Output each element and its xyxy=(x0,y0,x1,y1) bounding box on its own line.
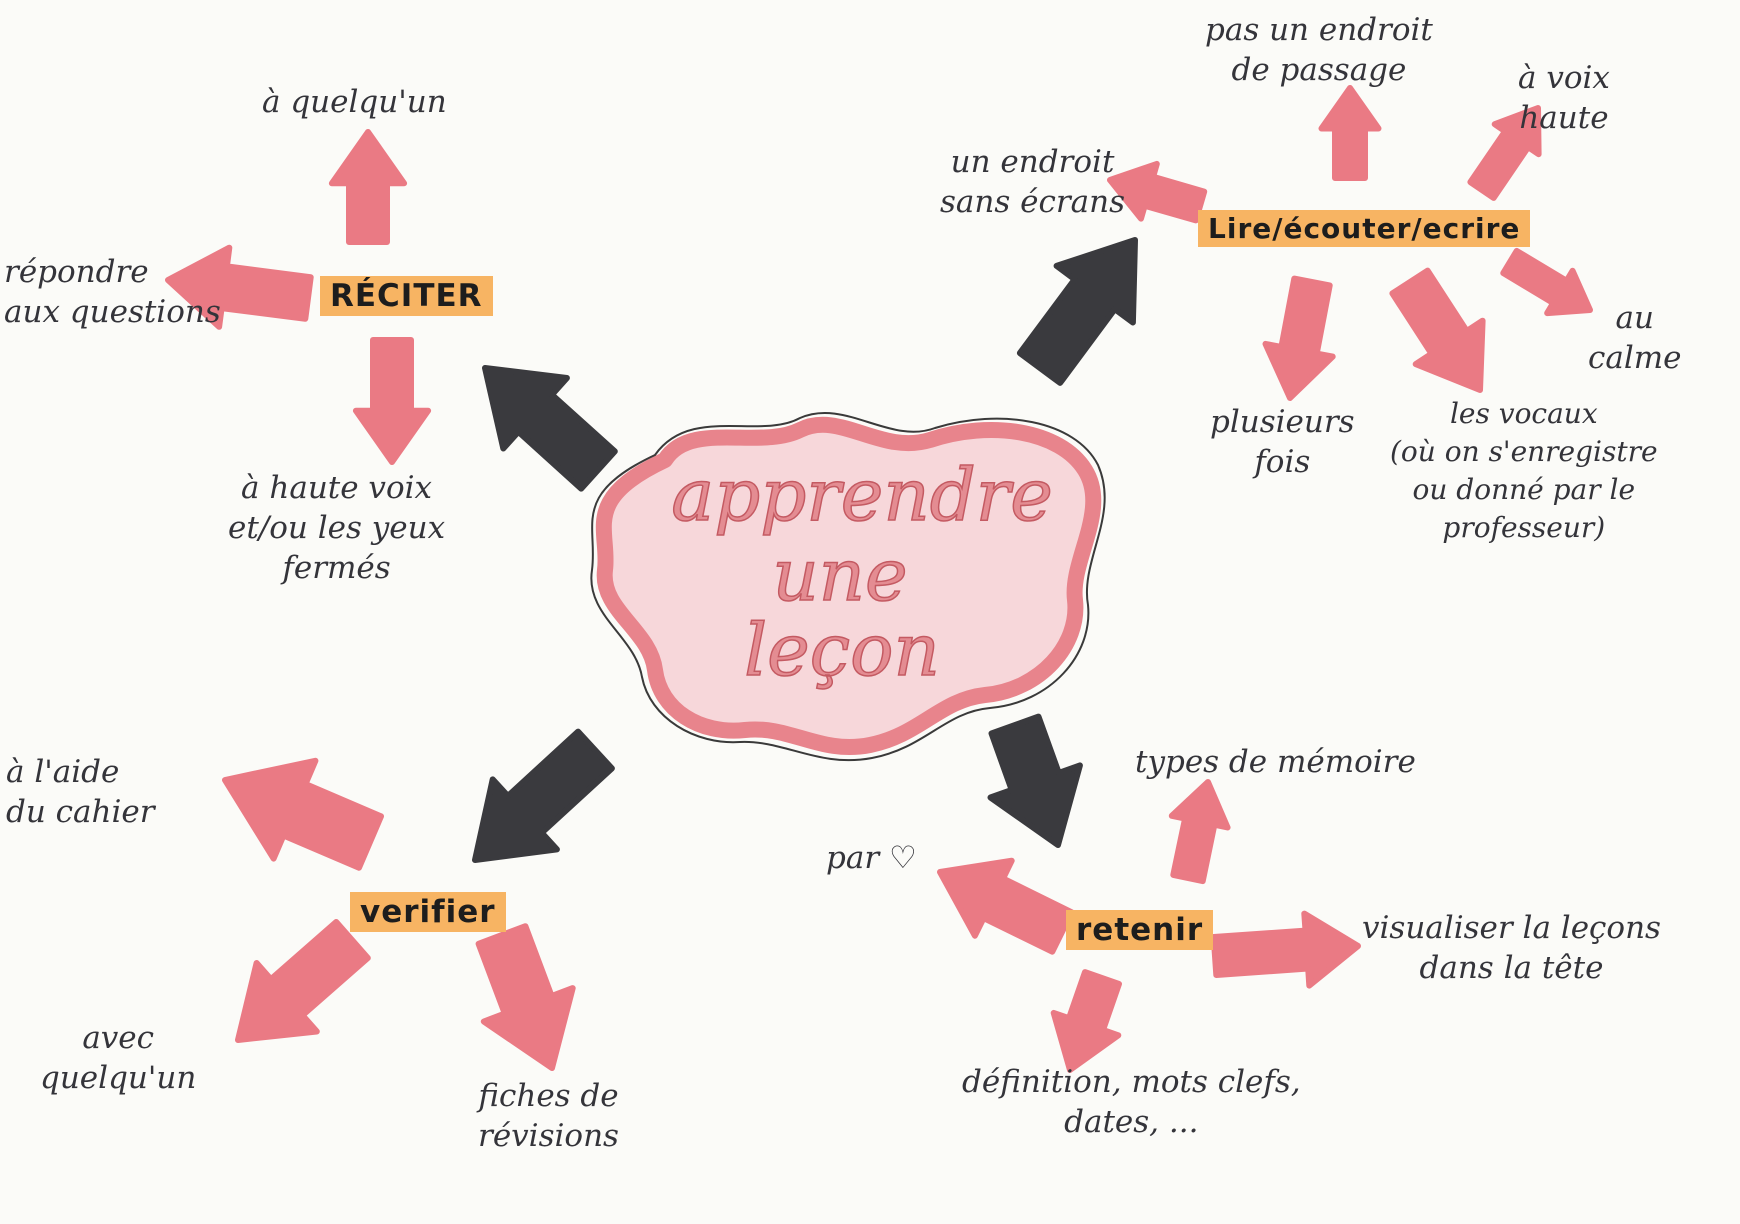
sub-arrow-retenir-bottom xyxy=(1050,969,1122,1073)
note-lire-top-left: un endroit sans écrans xyxy=(940,144,1126,220)
sub-arrow-lire-bottom-left xyxy=(1262,275,1336,401)
sub-arrow-retenir-top xyxy=(1168,779,1231,885)
branch-label-retenir: retenir xyxy=(1066,910,1214,950)
note-lire-top: pas un endroit de passage xyxy=(1205,12,1433,88)
branch-label-lire-ecouter-ecrire: Lire/écouter/ecrire xyxy=(1198,210,1531,247)
note-retenir-bottom: définition, mots clefs, dates, ... xyxy=(962,1064,1301,1140)
note-reciter-top: à quelqu'un xyxy=(262,84,447,120)
branch-label-reciter: RÉCITER xyxy=(320,276,493,316)
sub-arrow-lire-top-left xyxy=(1107,160,1208,224)
note-verifier-bottom-right: fiches de révisions xyxy=(478,1078,619,1154)
center-cloud-fill xyxy=(595,416,1102,756)
note-verifier-bottom-left: avec quelqu'un xyxy=(40,1020,197,1096)
note-lire-top-right: à voix haute xyxy=(1518,60,1610,136)
sub-arrow-reciter-left xyxy=(165,244,314,330)
sub-arrow-retenir-left xyxy=(937,857,1075,955)
branch-label-verifier: verifier xyxy=(350,892,506,932)
center-title-line-1: apprendre xyxy=(671,453,1053,537)
sub-arrow-lire-top-right xyxy=(1467,105,1542,201)
main-arrow-to-lire xyxy=(1016,237,1138,386)
center-cloud-outline xyxy=(590,412,1106,762)
sub-arrow-retenir-right xyxy=(1210,910,1361,989)
note-lire-right: au calme xyxy=(1588,300,1682,376)
sub-arrow-lire-bottom-right xyxy=(1389,267,1486,393)
main-arrow-to-verifier xyxy=(472,728,615,863)
sub-arrow-reciter-top xyxy=(328,129,408,245)
center-title-line-2: une xyxy=(772,533,907,617)
note-verifier-top-left: à l'aide du cahier xyxy=(6,754,155,830)
center-title-line-3: leçon xyxy=(744,608,940,692)
sub-arrow-lire-top xyxy=(1318,85,1382,181)
note-retenir-top: types de mémoire xyxy=(1135,744,1416,780)
note-reciter-bottom: à haute voix et/ou les yeux fermés xyxy=(228,470,446,586)
note-lire-bottom-left: plusieurs fois xyxy=(1210,404,1355,480)
note-retenir-left: par ♡ xyxy=(826,840,917,876)
sub-arrow-reciter-bottom xyxy=(352,337,432,465)
sub-arrow-verifier-bottom-right xyxy=(475,923,576,1071)
note-lire-bottom-right: les vocaux (où on s'enregistre ou donné … xyxy=(1390,397,1658,544)
note-reciter-left: répondre aux questions xyxy=(4,254,221,330)
main-arrow-to-retenir xyxy=(987,713,1083,848)
note-retenir-right: visualiser la leçons dans la tête xyxy=(1362,910,1661,986)
sub-arrow-verifier-top-left xyxy=(222,757,384,871)
sub-arrow-verifier-bottom-left xyxy=(235,919,371,1043)
sub-arrow-lire-right xyxy=(1500,247,1593,317)
main-arrow-to-reciter xyxy=(482,365,618,492)
